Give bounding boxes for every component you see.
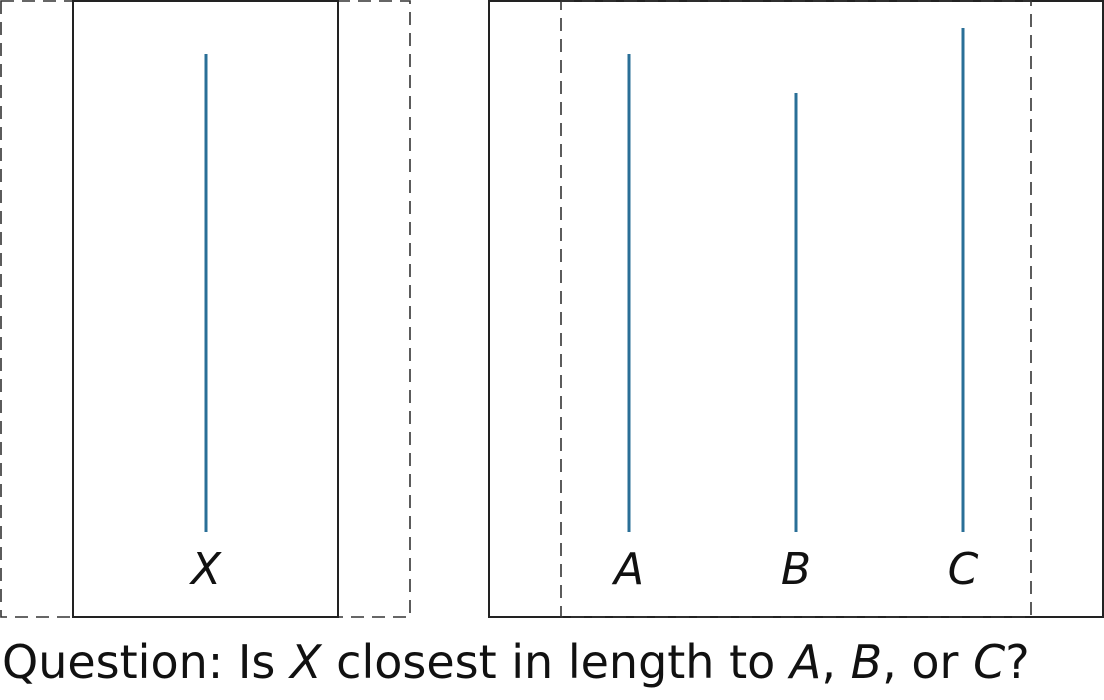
reference-label-x: X [189,544,222,595]
reference-panel [72,0,339,618]
right-dashed-frame [560,0,1032,618]
option-label-b: B [781,544,811,595]
option-label-c: C [948,544,979,595]
option-label-a: A [611,544,644,595]
question-text: Question: Is X closest in length to A, B… [2,635,1030,689]
